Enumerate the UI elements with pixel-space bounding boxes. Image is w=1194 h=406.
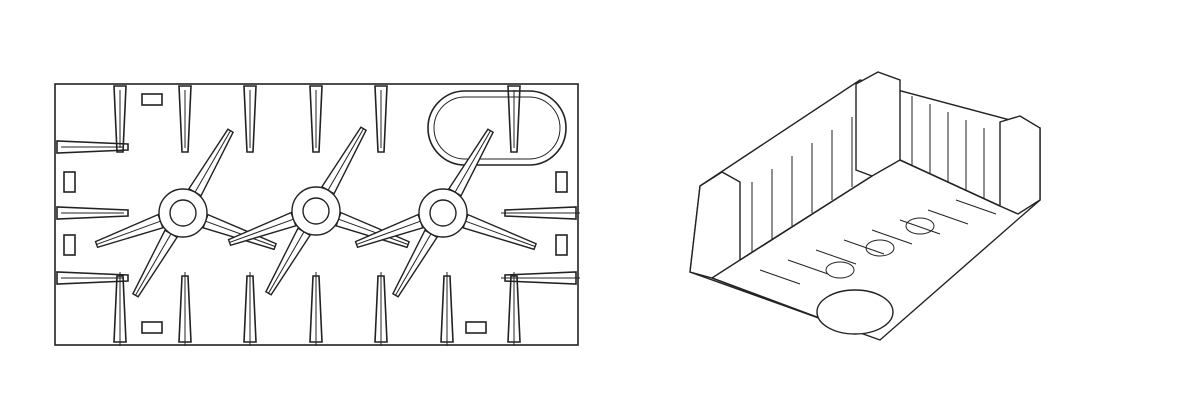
rib-slot [113,85,127,153]
floor-hub [865,239,895,257]
star-arm-line [454,130,491,193]
star-arm-line [194,130,231,193]
floor-rib [927,209,969,225]
small-recess [465,321,487,334]
small-recess [555,171,568,193]
star-arm [187,128,235,197]
star-arm [131,229,179,298]
rib-slot [113,275,127,343]
inner-edge [739,175,873,261]
hub-inner [169,199,197,227]
rib-slot [56,140,129,154]
star-arm-line [135,233,172,296]
back-end-wall [855,71,901,177]
rib-slot [440,275,454,343]
floor-rib [815,249,857,265]
star-arm-line [395,233,432,296]
rib-slot [56,271,129,285]
small-recess [63,171,76,193]
star-arm-line [338,218,409,245]
oval-foot [816,289,894,335]
rib-slot [374,275,388,343]
small-recess [63,234,76,256]
star-arm-line [465,220,536,247]
rib-slot [178,85,192,153]
rib-slot [374,85,388,153]
inner-edge [899,159,1001,207]
rib-slot [178,275,192,343]
left-end-wall [689,171,741,279]
bottom-edge [711,277,831,323]
star-arm [462,213,538,251]
star-arm [447,128,495,197]
rib-slot [56,206,129,220]
floor-rib [843,239,885,255]
rib-slot [504,271,577,285]
star-arm-line [327,128,364,191]
star-arm-line [268,231,305,294]
rib-slot [309,85,323,153]
right-end-wall [999,115,1041,215]
star-arm-line [356,220,421,245]
floor-rib [787,259,829,275]
rib-slot [504,206,577,220]
floor-rib [871,229,913,245]
star-arm-line [96,220,161,245]
star-arm [94,213,164,249]
rib-slot [309,275,323,343]
star-arm [320,126,368,195]
floor-rib [955,199,997,215]
star-arm-line [229,218,294,243]
small-recess [141,93,163,106]
small-recess [555,234,568,256]
oval-recess-outer [427,90,567,166]
tray-isometric-view [689,71,1041,341]
hub-inner [302,197,330,225]
floor-hub [825,261,855,279]
rib-slot [243,85,257,153]
star-arm [264,227,312,296]
hub-inner [429,199,457,227]
floor-rib [759,269,801,285]
oval-recess-inner [433,96,561,160]
rib-slot [507,85,521,153]
small-recess [141,321,163,334]
floor-rib [899,219,941,235]
floor-hub [905,217,935,235]
rib-slot [243,275,257,343]
rib-slot [507,275,521,343]
tray-plan-view [54,83,580,346]
